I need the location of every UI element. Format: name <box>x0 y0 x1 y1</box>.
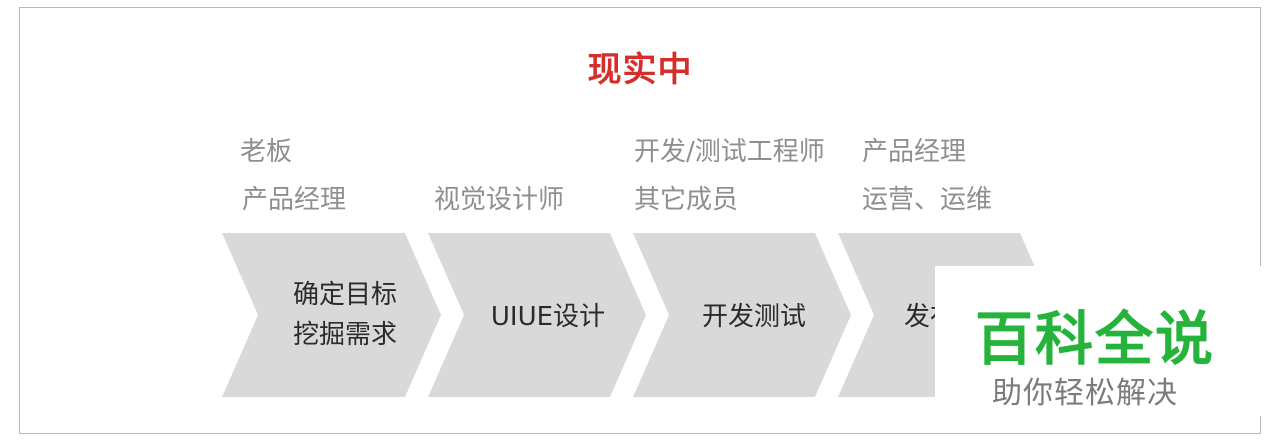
step-1-line-2: 挖掘需求 <box>292 320 397 350</box>
chevron-step-3 <box>633 233 851 397</box>
role-other-members: 其它成员 <box>634 185 739 215</box>
watermark-panel <box>935 266 1265 416</box>
diagram-frame <box>19 7 1261 434</box>
step-1-line-1: 确定目标 <box>292 280 397 310</box>
watermark-slogan: 助你轻松解决 <box>992 376 1178 411</box>
step-1-label: 确定目标 挖掘需求 <box>260 275 430 355</box>
chevron-step-2 <box>428 233 646 397</box>
step-3-label: 开发测试 <box>701 302 806 332</box>
role-boss: 老板 <box>240 137 293 167</box>
watermark-logo-text: 百科全说 <box>975 305 1216 373</box>
role-product-manager: 产品经理 <box>242 185 347 215</box>
role-dev-test-engineer: 开发/测试工程师 <box>634 137 825 167</box>
role-visual-designer: 视觉设计师 <box>434 185 565 215</box>
role-operations: 运营、运维 <box>862 185 993 215</box>
chevron-step-1 <box>222 233 441 397</box>
diagram-title: 现实中 <box>587 50 693 90</box>
step-2-label: UIUE设计 <box>490 302 606 332</box>
role-product-manager-2: 产品经理 <box>862 137 967 167</box>
